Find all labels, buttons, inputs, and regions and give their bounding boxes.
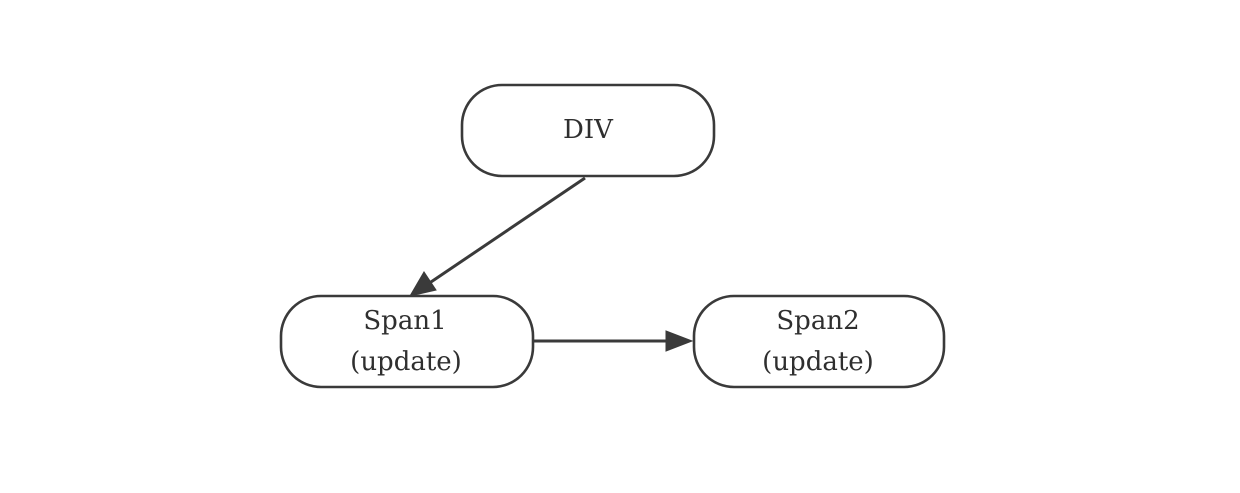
edge-div-to-span1-arrowhead bbox=[408, 271, 437, 297]
edge-div-to-span1 bbox=[408, 176, 586, 297]
node-div-label: DIV bbox=[563, 115, 614, 145]
node-span1-box bbox=[279, 294, 535, 389]
node-span2-title: Span2 bbox=[776, 306, 859, 336]
node-span1: Span1 (update) bbox=[279, 294, 535, 389]
node-div-box bbox=[460, 83, 716, 178]
edge-span1-to-span2-arrowhead bbox=[665, 330, 694, 352]
edge-div-to-span1-line bbox=[427, 176, 586, 286]
node-span2-box bbox=[692, 294, 946, 389]
node-span2-subtitle: (update) bbox=[762, 347, 874, 377]
node-div: DIV bbox=[460, 83, 716, 178]
node-span2: Span2 (update) bbox=[692, 294, 946, 389]
node-span1-subtitle: (update) bbox=[350, 347, 462, 377]
node-span1-title: Span1 bbox=[363, 306, 446, 336]
edge-span1-to-span2 bbox=[532, 330, 694, 352]
